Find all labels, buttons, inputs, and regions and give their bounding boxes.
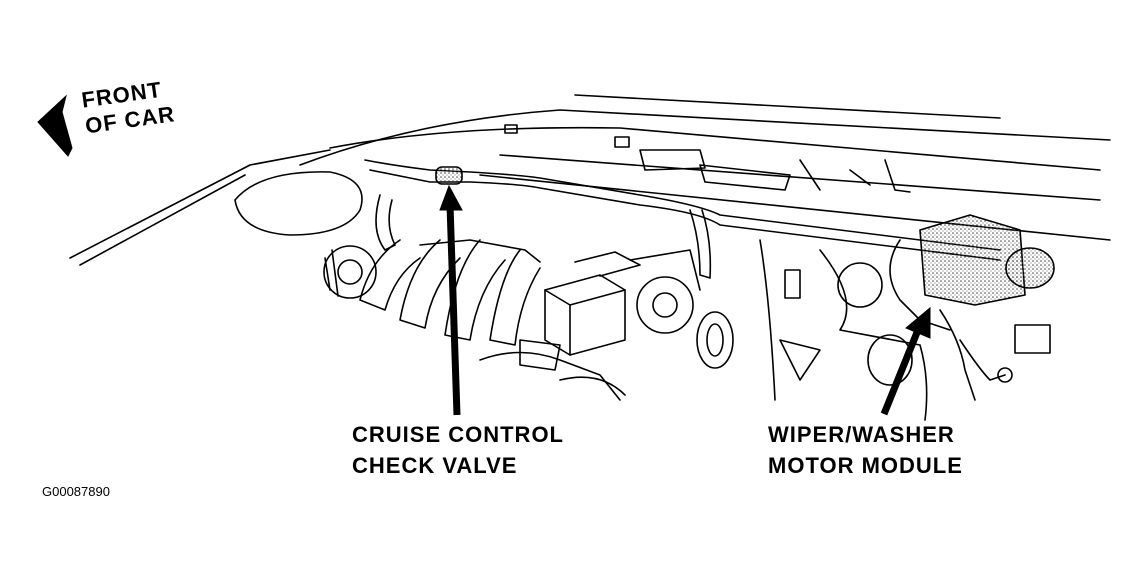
firewall-contour xyxy=(819,249,928,421)
wiper-motor-cap xyxy=(1005,247,1055,289)
hood-edge-upper xyxy=(574,94,1001,119)
firewall-grommet xyxy=(837,262,883,308)
figure-code: G00087890 xyxy=(42,484,110,499)
cowl-slot xyxy=(799,159,821,191)
intake-runner-4 xyxy=(489,249,541,346)
idle-pulley-hub xyxy=(652,292,678,318)
hose-loop xyxy=(375,194,396,251)
vacuum-hose-2 xyxy=(369,169,1001,261)
wiper-module-wires xyxy=(889,239,951,331)
wiper-module-harness xyxy=(939,309,976,401)
ring-loop xyxy=(696,311,734,369)
firewall-hole xyxy=(784,269,801,299)
pulley-left xyxy=(323,245,377,299)
hose-right xyxy=(959,339,1006,381)
cruise-callout-arrow-shaft xyxy=(446,204,461,416)
wiper-callout-arrow-shaft xyxy=(880,328,922,416)
connector-right xyxy=(1014,324,1051,354)
front-arrow-icon xyxy=(37,94,73,157)
cowl-top xyxy=(329,126,1101,171)
idle-pulley xyxy=(636,276,694,334)
idle-bracket xyxy=(629,249,701,291)
hose-drop xyxy=(689,209,712,279)
cowl-tab xyxy=(614,136,630,148)
vacuum-hose xyxy=(364,159,1001,251)
cruise-label-line2: CHECK VALVE xyxy=(352,453,518,478)
throttle-box-2 xyxy=(574,251,641,277)
harness-loop xyxy=(867,334,913,386)
firewall-line xyxy=(759,239,776,401)
cowl-tab-2 xyxy=(504,124,518,134)
hood-edge xyxy=(299,109,1111,166)
ring-loop-inner xyxy=(706,323,724,357)
runner-caps xyxy=(419,239,541,263)
intake-runner-2 xyxy=(399,239,461,329)
cowl-slot-2 xyxy=(849,169,871,186)
wiper-module-label: WIPER/WASHER MOTOR MODULE xyxy=(768,422,963,479)
cowl-slot-3 xyxy=(884,159,911,193)
pulley-left-hub xyxy=(337,259,363,285)
lower-bracket xyxy=(479,351,621,401)
wiper-label-line2: MOTOR MODULE xyxy=(768,453,963,478)
cowl-vent xyxy=(639,149,706,171)
wiper-callout-arrowhead-icon xyxy=(905,306,931,339)
cruise-label-line1: CRUISE CONTROL xyxy=(352,422,564,447)
wiper-module-outline xyxy=(919,214,1026,306)
check-valve-body xyxy=(435,166,463,185)
lower-part xyxy=(519,339,561,371)
cruise-check-valve-label: CRUISE CONTROL CHECK VALVE xyxy=(352,422,564,479)
intake-runner-3 xyxy=(444,239,506,341)
throttle-box-top xyxy=(544,289,626,356)
strut-tower xyxy=(234,171,363,236)
wiper-label-line1: WIPER/WASHER xyxy=(768,422,955,447)
firewall-tri xyxy=(779,339,821,381)
cowl-vent-2 xyxy=(699,164,791,191)
grommet-right xyxy=(997,367,1013,383)
intake-runner xyxy=(359,239,421,311)
lower-part-2 xyxy=(559,376,626,396)
fender-line xyxy=(69,149,331,259)
fender-line-inner xyxy=(79,174,246,266)
cowl-panel xyxy=(499,154,1101,201)
pulley-left-fins xyxy=(324,249,339,297)
throttle-box xyxy=(544,274,626,356)
cruise-callout-arrowhead-icon xyxy=(439,184,463,211)
